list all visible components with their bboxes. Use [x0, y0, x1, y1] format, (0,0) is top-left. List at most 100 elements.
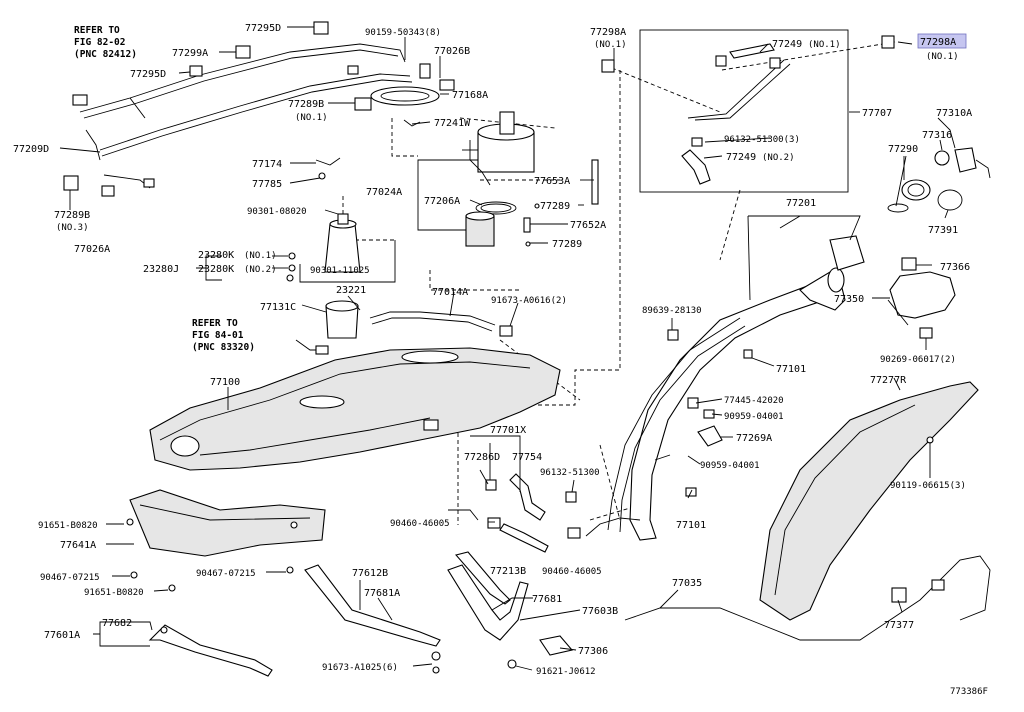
ref-label: FIG 84-01: [192, 330, 244, 341]
part-label[interactable]: 89639-28130: [642, 306, 702, 316]
part-label[interactable]: 77026A: [74, 244, 110, 255]
part-label[interactable]: 77785: [252, 179, 282, 190]
part-label[interactable]: 77299A: [172, 48, 208, 59]
part-label[interactable]: 90460-46005: [542, 567, 602, 577]
part-label[interactable]: 96132-51300(3): [724, 135, 800, 145]
highlight-box: [917, 33, 967, 49]
part-label[interactable]: 77289B: [288, 99, 324, 110]
part-label[interactable]: 77213B: [490, 566, 526, 577]
part-label[interactable]: 77366: [940, 262, 970, 273]
part-label[interactable]: 77681A: [364, 588, 400, 599]
part-label[interactable]: 77707: [862, 108, 892, 119]
part-label[interactable]: 77754: [512, 452, 542, 463]
part-label[interactable]: 77601A: [44, 630, 80, 641]
part-label[interactable]: 90301-11025: [310, 266, 370, 276]
part-label[interactable]: 77249: [726, 152, 756, 163]
connector-part: [72, 94, 88, 106]
part-label[interactable]: 23280K: [198, 264, 234, 275]
part-label[interactable]: 77269A: [736, 433, 772, 444]
vent-tube-frame: [639, 29, 849, 193]
part-label[interactable]: 90269-06017(2): [880, 355, 956, 365]
part-label[interactable]: 77100: [210, 377, 240, 388]
part-label[interactable]: 77289: [552, 239, 582, 250]
part-label[interactable]: 90467-07215: [40, 573, 100, 583]
part-label[interactable]: 91621-J0612: [536, 667, 596, 677]
clip-part: [347, 65, 359, 75]
part-label[interactable]: 23280K: [198, 250, 234, 261]
diagram-code: 773386F: [950, 687, 988, 697]
part-label[interactable]: 77201: [786, 198, 816, 209]
lid-opener-cable: [160, 555, 991, 674]
part-label[interactable]: 77298A: [590, 27, 626, 38]
part-label[interactable]: 77682: [102, 618, 132, 629]
sender-assembly: [286, 157, 361, 339]
part-label[interactable]: 77289B: [54, 210, 90, 221]
clamp-part: [235, 45, 251, 59]
part-label[interactable]: 77377: [884, 620, 914, 631]
part-label[interactable]: 77295D: [245, 23, 281, 34]
part-label[interactable]: 77701X: [490, 425, 526, 436]
note-label: (NO.1): [244, 251, 277, 261]
part-label[interactable]: 77014A: [432, 287, 468, 298]
part-label[interactable]: 23280J: [143, 264, 179, 275]
part-label[interactable]: 90959-04001: [700, 461, 760, 471]
part-label[interactable]: 77131C: [260, 302, 296, 313]
part-label[interactable]: 77306: [578, 646, 608, 657]
part-label-highlighted[interactable]: 77298A: [920, 37, 956, 48]
part-label[interactable]: 23221: [336, 285, 366, 296]
part-label[interactable]: 77290: [888, 144, 918, 155]
part-label[interactable]: 77310A: [936, 108, 972, 119]
part-label[interactable]: 90159-50343(8): [365, 28, 441, 38]
fuel-rod: [591, 159, 599, 205]
fuel-tank: [149, 311, 561, 471]
part-label[interactable]: 77295D: [130, 69, 166, 80]
part-label[interactable]: 77652A: [570, 220, 606, 231]
part-label[interactable]: 90460-46005: [390, 519, 450, 529]
clamp-part: [189, 65, 203, 77]
part-label[interactable]: 77289: [540, 201, 570, 212]
part-label[interactable]: 77035: [672, 578, 702, 589]
part-label[interactable]: 77101: [676, 520, 706, 531]
ref-label: (PNC 82412): [74, 49, 137, 60]
note-label: (NO.1): [295, 113, 328, 123]
part-label[interactable]: 77168A: [452, 90, 488, 101]
part-label[interactable]: 77249: [772, 39, 802, 50]
part-label[interactable]: 77612B: [352, 568, 388, 579]
note-label: (NO.1): [594, 40, 627, 50]
part-label[interactable]: 90467-07215: [196, 569, 256, 579]
part-label[interactable]: 77445-42020: [724, 396, 784, 406]
part-label[interactable]: 77603B: [582, 606, 618, 617]
filler-hoses: [448, 473, 581, 553]
clamp-part: [313, 21, 329, 35]
part-label[interactable]: 91673-A0616(2): [491, 296, 567, 306]
part-label[interactable]: 77206A: [424, 196, 460, 207]
part-label[interactable]: 77286D: [464, 452, 500, 463]
part-label[interactable]: 77316: [922, 130, 952, 141]
part-label[interactable]: 91651-B0820: [84, 588, 144, 598]
fuel-inlet-protector: [759, 381, 979, 621]
part-label[interactable]: 77277R: [870, 375, 907, 386]
part-label[interactable]: 77024A: [366, 187, 402, 198]
part-label[interactable]: 77350: [834, 294, 864, 305]
part-label[interactable]: 90301-08020: [247, 207, 307, 217]
part-label[interactable]: 77391: [928, 225, 958, 236]
part-label[interactable]: 77641A: [60, 540, 96, 551]
part-label[interactable]: 77101: [776, 364, 806, 375]
part-label[interactable]: 91651-B0820: [38, 521, 98, 531]
part-label[interactable]: 96132-51300: [540, 468, 600, 478]
part-label[interactable]: 77653A: [534, 176, 570, 187]
part-label[interactable]: 91673-A1025(6): [322, 663, 398, 673]
part-label[interactable]: 77209D: [13, 144, 49, 155]
part-label[interactable]: 77681: [532, 594, 562, 605]
tank-bands: [148, 551, 529, 677]
ref-label: REFER TO: [74, 25, 120, 36]
part-label[interactable]: 90119-06615(3): [890, 481, 966, 491]
part-label[interactable]: 77241W: [434, 118, 471, 129]
part-label[interactable]: 90959-04001: [724, 412, 784, 422]
leader-lines: [59, 26, 956, 671]
part-label[interactable]: 77174: [252, 159, 282, 170]
part-label[interactable]: 77026B: [434, 46, 470, 57]
fuel-filter: [465, 215, 495, 247]
note-label: (NO.2): [244, 265, 277, 275]
